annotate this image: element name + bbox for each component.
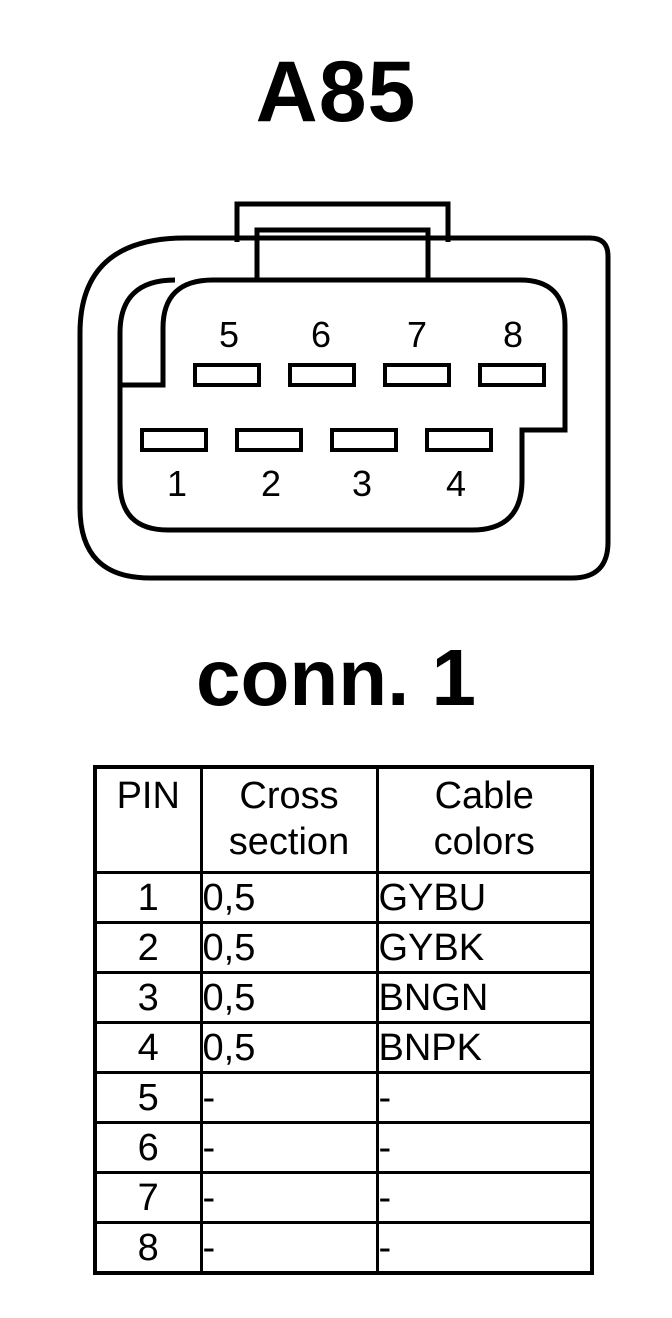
header-color-line1: Cable [434, 775, 534, 817]
table-row: 8 - - [93, 1221, 594, 1275]
pin-label-6: 6 [311, 314, 331, 355]
pin-slot-3 [330, 428, 398, 452]
cell-pin: 6 [93, 1121, 203, 1174]
cell-cross-section: 0,5 [199, 971, 379, 1024]
cell-cross-section: - [199, 1221, 379, 1275]
cell-cable-color: - [375, 1221, 594, 1275]
table-row: 5 - - [93, 1071, 594, 1124]
pin-slot-6 [288, 363, 356, 387]
table-row: 1 0,5 GYBU [93, 871, 594, 924]
cell-cable-color: - [375, 1071, 594, 1124]
pin-label-7: 7 [407, 314, 427, 355]
table-row: 7 - - [93, 1171, 594, 1224]
pin-slot-8 [478, 363, 546, 387]
cell-pin: 8 [93, 1221, 203, 1275]
table-row: 3 0,5 BNGN [93, 971, 594, 1024]
pin-label-2: 2 [261, 463, 281, 504]
pin-slot-2 [235, 428, 303, 452]
cell-pin: 3 [93, 971, 203, 1024]
pin-table: PIN Cross section Cable colors 1 0,5 GYB… [93, 765, 594, 1275]
pin-label-8: 8 [503, 314, 523, 355]
cell-pin: 7 [93, 1171, 203, 1224]
cell-cable-color: GYBK [375, 921, 594, 974]
cell-cross-section: - [199, 1071, 379, 1124]
pin-slot-4 [425, 428, 493, 452]
header-cross-section: Cross section [199, 765, 379, 874]
cell-cross-section: - [199, 1171, 379, 1224]
table-row: 2 0,5 GYBK [93, 921, 594, 974]
cell-cable-color: BNGN [375, 971, 594, 1024]
connector-title: A85 [255, 44, 417, 140]
cell-pin: 4 [93, 1021, 203, 1074]
header-pin: PIN [93, 765, 203, 874]
pin-table-header-row: PIN Cross section Cable colors [93, 765, 594, 874]
table-row: 4 0,5 BNPK [93, 1021, 594, 1074]
cell-pin: 5 [93, 1071, 203, 1124]
connector-diagram: 5 6 7 8 1 2 3 4 [77, 201, 611, 581]
pin-slot-7 [383, 363, 451, 387]
connector-inner-left-curve [117, 277, 176, 388]
connector-latch [234, 201, 451, 242]
pin-slot-1 [140, 428, 208, 452]
header-color-line2: colors [433, 821, 535, 863]
header-cross-line2: section [228, 821, 350, 863]
pin-label-5: 5 [219, 314, 239, 355]
header-cable-colors: Cable colors [375, 765, 594, 874]
cell-cross-section: 0,5 [199, 921, 379, 974]
cell-cable-color: - [375, 1171, 594, 1224]
connector-housing-outer [77, 235, 611, 581]
cell-pin: 1 [93, 871, 203, 924]
header-cross-line1: Cross [239, 775, 339, 817]
cell-cross-section: - [199, 1121, 379, 1174]
cell-cross-section: 0,5 [199, 871, 379, 924]
cell-cable-color: GYBU [375, 871, 594, 924]
cell-cross-section: 0,5 [199, 1021, 379, 1074]
table-row: 6 - - [93, 1121, 594, 1174]
connector-subtitle: conn. 1 [195, 633, 477, 722]
pin-slot-5 [193, 363, 261, 387]
connector-latch-inner [254, 227, 431, 280]
cell-pin: 2 [93, 921, 203, 974]
pin-label-4: 4 [446, 463, 466, 504]
pin-label-3: 3 [352, 463, 372, 504]
connector-housing-inner [117, 277, 568, 533]
header-pin-label: PIN [116, 775, 180, 817]
cell-cable-color: - [375, 1121, 594, 1174]
pin-label-1: 1 [167, 463, 187, 504]
cell-cable-color: BNPK [375, 1021, 594, 1074]
